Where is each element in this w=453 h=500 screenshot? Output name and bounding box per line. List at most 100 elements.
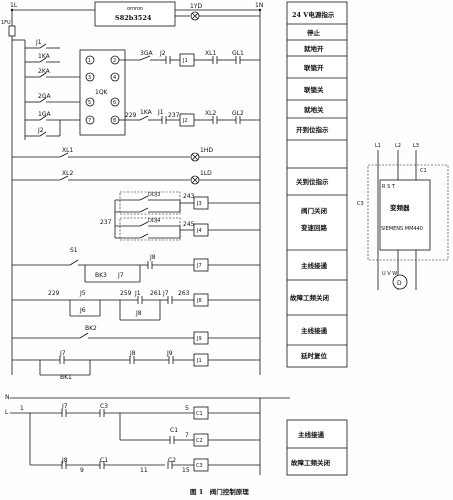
coil-c2-label: C2 xyxy=(196,438,203,444)
bottom-j7: J7 xyxy=(61,403,68,410)
inv-l3: L3 xyxy=(413,143,419,149)
bottom-7: 7 xyxy=(185,432,189,439)
label-j8: J8 xyxy=(149,254,156,261)
label-xl2: XL2 xyxy=(62,170,73,177)
svg-text:2: 2 xyxy=(113,58,116,64)
label-j2-left: J2 xyxy=(37,127,44,134)
bottom-panel-1: 故障工频关闭 xyxy=(291,458,331,467)
label-1hd: 1HD xyxy=(200,147,213,154)
selector-label: 1QK xyxy=(95,89,109,96)
inv-l1: L1 xyxy=(375,143,381,149)
bottom-1: 1 xyxy=(20,405,24,412)
motor-label: D xyxy=(397,280,402,287)
label-gl1: GL1 xyxy=(232,50,244,57)
figure-caption: 图 1 阀门控制原理 xyxy=(190,487,249,496)
label-bk2: BK2 xyxy=(85,325,97,332)
panel-item-1: 停止 xyxy=(307,28,321,37)
inv-l2: L2 xyxy=(395,143,401,149)
panel-item-12: 主线接通 xyxy=(301,326,328,335)
fuse-label: 1FU xyxy=(1,20,11,26)
bottom-c2: C2 xyxy=(168,457,176,464)
label-j1b: J1 xyxy=(157,109,164,116)
label-261: 261 xyxy=(150,290,162,297)
inv-uvw: U V W xyxy=(382,271,397,277)
label-263: 263 xyxy=(178,290,190,297)
power-supply-box xyxy=(94,1,176,27)
panel-item-8: 阀门关闭 xyxy=(301,206,328,215)
bottom-c3: C3 xyxy=(100,403,108,410)
svg-text:3: 3 xyxy=(88,75,91,81)
svg-text:4: 4 xyxy=(113,75,116,81)
coil-j1n-label: J1 xyxy=(196,358,202,364)
label-ddj3: DDJ3 xyxy=(148,192,160,198)
label-xl1b: XL1 xyxy=(205,50,216,57)
panel-item-10: 主线接通 xyxy=(301,261,328,270)
label-2ka: 2KA xyxy=(38,68,51,75)
label-j5: J5 xyxy=(79,290,86,297)
svg-text:6: 6 xyxy=(113,100,116,106)
supply-model: S82b3524 xyxy=(115,14,152,22)
svg-text:7: 7 xyxy=(88,118,91,124)
label-bk3: BK3 xyxy=(95,272,107,279)
panel-item-3: 联锁开 xyxy=(304,63,324,72)
label-j8b: J8 xyxy=(135,310,142,317)
coil-j1-label: J1 xyxy=(182,58,188,64)
panel-item-9: 变速回路 xyxy=(301,223,328,232)
coil-j9-label: J9 xyxy=(196,336,202,342)
label-xl2b: XL2 xyxy=(205,110,216,117)
rail-left-label: 1L xyxy=(10,2,18,9)
supply-brand: omron xyxy=(127,6,143,12)
inv-model: SIEMENS MM440 xyxy=(381,226,423,232)
label-237: 237 xyxy=(100,219,112,226)
bottom-n: N xyxy=(5,394,10,401)
bottom-5: 5 xyxy=(185,405,189,412)
inv-title: 变频器 xyxy=(390,203,410,212)
coil-j4-label: J4 xyxy=(196,228,202,234)
bottom-9: 9 xyxy=(80,467,84,474)
svg-text:5: 5 xyxy=(88,100,91,106)
label-j2a: J2 xyxy=(159,50,166,57)
label-237b: 237 xyxy=(168,112,180,119)
bottom-11: 11 xyxy=(140,467,148,474)
label-259: 259 xyxy=(120,290,132,297)
label-1ka-r: 1KA xyxy=(140,109,153,116)
label-j9: J9 xyxy=(166,350,173,357)
coil-j7-label: J7 xyxy=(196,263,202,269)
inv-rst: R S T xyxy=(382,184,396,190)
bottom-c1b: C1 xyxy=(100,457,108,464)
coil-j8-label: J8 xyxy=(196,298,202,304)
panel-item-4: 联锁关 xyxy=(304,85,324,94)
label-j6: J6 xyxy=(79,307,86,314)
label-245: 245 xyxy=(183,221,195,228)
coil-j3-label: J3 xyxy=(196,201,202,207)
panel-item-6: 开到位指示 xyxy=(296,125,329,134)
label-j8c: J8 xyxy=(129,350,136,357)
panel-item-11: 故障工频关闭 xyxy=(290,293,330,302)
label-j1: J1 xyxy=(35,39,42,46)
label-3ga: 3GA xyxy=(140,50,153,57)
panel-item-5: 就地关 xyxy=(304,105,324,114)
label-gl2: GL2 xyxy=(232,110,244,117)
label-1ld: 1LD xyxy=(200,170,212,177)
inv-c3-label: C3 xyxy=(357,201,364,207)
fuse-icon xyxy=(8,25,16,37)
inv-c1-label: C1 xyxy=(420,168,427,174)
label-j7b: J7 xyxy=(59,350,66,357)
function-panel xyxy=(286,1,348,368)
panel-item-7: 关到位指示 xyxy=(296,177,329,186)
motor-icon xyxy=(392,274,408,290)
label-ddj4: DDJ4 xyxy=(148,218,160,224)
lamp-label: 1YD xyxy=(190,3,202,10)
bottom-l: L xyxy=(5,409,9,416)
bottom-panel-0: 主线接通 xyxy=(298,430,325,439)
label-1ka: 1KA xyxy=(38,53,51,60)
label-229b: 229 xyxy=(125,112,137,119)
bottom-c1: C1 xyxy=(170,427,178,434)
label-j1c: J1 xyxy=(134,290,141,297)
label-j7a: J7 xyxy=(117,272,124,279)
label-bk1: BK1 xyxy=(60,374,72,381)
svg-text:8: 8 xyxy=(113,118,116,124)
panel-item-13: 延时复位 xyxy=(300,351,328,360)
